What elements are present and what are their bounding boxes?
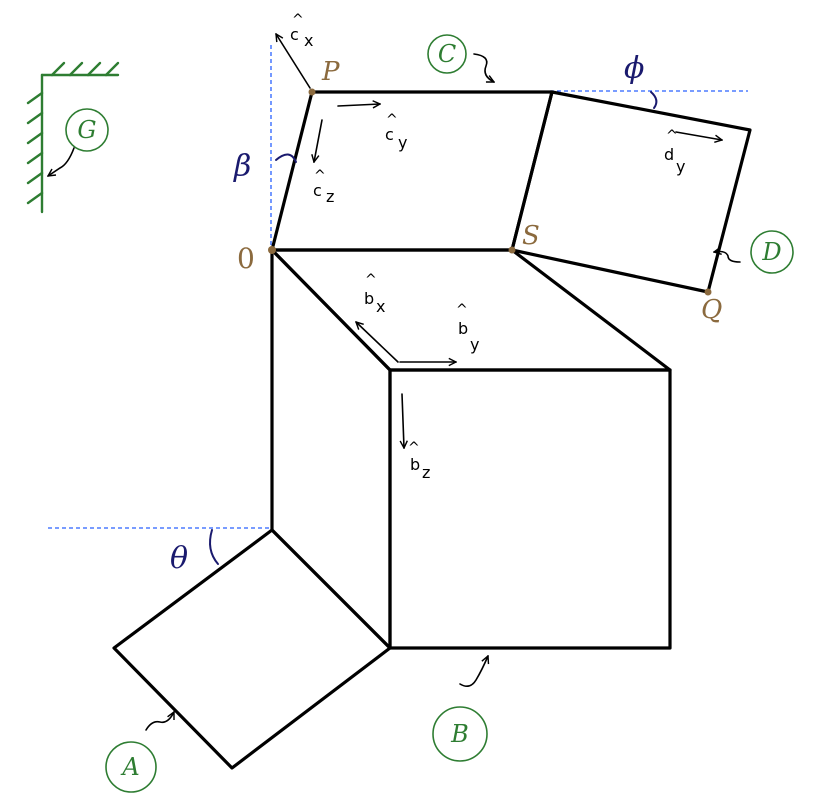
pointer-g — [48, 147, 75, 176]
svg-text:^: ^ — [314, 168, 326, 184]
point-o-label: 0 — [237, 242, 255, 275]
vector-bz-arrow — [402, 393, 404, 448]
svg-text:G: G — [77, 116, 96, 144]
body-a-label: A — [105, 741, 157, 793]
svg-text:c: c — [313, 181, 322, 200]
vector-by-label: ^ b y — [456, 302, 479, 354]
svg-text:c: c — [385, 125, 394, 144]
svg-text:c: c — [290, 25, 299, 44]
angle-theta-arc — [209, 529, 219, 565]
svg-text:y: y — [398, 133, 407, 152]
svg-text:^: ^ — [408, 440, 420, 456]
angle-phi-arc — [650, 91, 658, 109]
svg-text:^: ^ — [386, 112, 398, 128]
plate-a — [112, 528, 392, 770]
pointer-b — [459, 656, 488, 688]
point-o-dot — [268, 246, 276, 254]
vector-bx-arrow — [356, 322, 399, 363]
vector-cx-label: ^ c x — [290, 12, 313, 50]
point-s-dot — [508, 246, 516, 254]
svg-text:^: ^ — [365, 272, 377, 288]
svg-text:A: A — [120, 753, 139, 781]
vector-cz-label: ^ c z — [313, 168, 334, 206]
vector-dy-arrow — [675, 131, 722, 140]
angle-beta-label: β — [233, 149, 251, 184]
pointer-a — [145, 712, 175, 731]
point-s-label: S — [522, 221, 540, 251]
svg-text:b: b — [410, 455, 420, 474]
point-q-dot — [704, 288, 712, 296]
point-p-label: P — [321, 57, 340, 87]
svg-text:b: b — [458, 319, 468, 338]
svg-text:^: ^ — [292, 12, 304, 28]
point-q-label: Q — [701, 295, 722, 325]
body-c-label: C — [427, 34, 467, 74]
svg-text:d: d — [664, 145, 674, 164]
svg-text:C: C — [438, 40, 456, 68]
plate-d — [510, 90, 752, 294]
vector-bz-label: ^ b z — [408, 440, 430, 482]
angle-beta-arc — [275, 153, 297, 163]
vector-cz-arrow — [314, 119, 323, 162]
svg-text:^: ^ — [456, 302, 468, 318]
pointer-c — [473, 53, 494, 83]
svg-text:z: z — [326, 187, 334, 206]
vector-cy-label: ^ c y — [385, 112, 407, 152]
svg-text:B: B — [450, 720, 469, 748]
svg-text:D: D — [761, 238, 781, 266]
svg-text:y: y — [470, 335, 479, 354]
body-b-label: B — [432, 706, 488, 762]
vector-cy-arrow — [337, 104, 380, 106]
svg-text:b: b — [364, 289, 374, 308]
svg-text:^: ^ — [666, 128, 678, 144]
body-g-label: G — [65, 108, 109, 152]
svg-text:y: y — [676, 157, 685, 176]
ground-g — [26, 61, 120, 214]
svg-text:z: z — [422, 463, 430, 482]
point-p-dot — [308, 88, 316, 96]
vector-dy-label: ^ d y — [664, 128, 685, 176]
angle-phi-label: ϕ — [624, 51, 644, 86]
svg-text:x: x — [376, 297, 385, 316]
body-d-label: D — [750, 230, 794, 274]
angle-theta-label: θ — [170, 541, 188, 576]
vector-cx-arrow — [276, 34, 311, 89]
svg-text:x: x — [304, 31, 313, 50]
vector-bx-label: ^ b x — [364, 272, 385, 316]
pointer-d — [714, 252, 741, 263]
